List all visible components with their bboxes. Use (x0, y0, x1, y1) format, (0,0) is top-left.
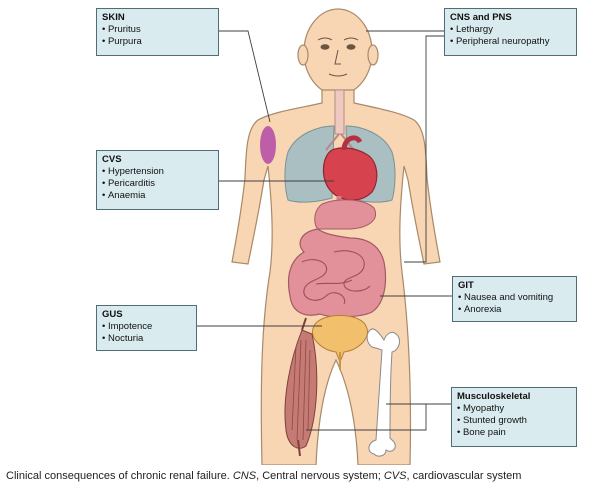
callout-gus-item: Nocturia (102, 333, 191, 345)
leader-lines (197, 30, 454, 431)
callout-gus-title: GUS (102, 309, 123, 320)
trachea (325, 89, 355, 151)
callout-cns-list: Lethargy Peripheral neuropathy (450, 24, 571, 48)
callout-msk: Musculoskeletal Myopathy Stunted growth … (451, 387, 577, 447)
callout-skin-item: Purpura (102, 36, 213, 48)
callout-msk-title: Musculoskeletal (457, 391, 531, 402)
face (317, 37, 359, 77)
callout-cvs-list: Hypertension Pericarditis Anaemia (102, 166, 213, 202)
leg-muscle (284, 317, 318, 457)
callout-git-item: Anorexia (458, 304, 571, 316)
callout-cns-item: Lethargy (450, 24, 571, 36)
caption-abbr: CNS (232, 470, 257, 482)
callout-cvs-item: Hypertension (102, 166, 213, 178)
figure-caption: Clinical consequences of chronic renal f… (6, 470, 615, 482)
bladder (312, 315, 368, 364)
callout-msk-item: Myopathy (457, 403, 571, 415)
caption-abbr: CVS (383, 470, 407, 482)
callout-msk-list: Myopathy Stunted growth Bone pain (457, 403, 571, 439)
callout-cvs: CVS Hypertension Pericarditis Anaemia (96, 150, 219, 210)
callout-git: GIT Nausea and vomiting Anorexia (452, 276, 577, 322)
heart (322, 147, 378, 201)
callout-skin-list: Pruritus Purpura (102, 24, 213, 48)
caption-text: , Central nervous system; (256, 470, 384, 482)
callout-gus: GUS Impotence Nocturia (96, 305, 197, 351)
femur-bone (366, 328, 400, 457)
caption-text: , cardiovascular system (406, 470, 522, 482)
stomach (314, 199, 376, 230)
callout-cvs-item: Anaemia (102, 190, 213, 202)
purpura-patch (260, 126, 276, 164)
callout-cns-item: Peripheral neuropathy (450, 36, 571, 48)
callout-skin-item: Pruritus (102, 24, 213, 36)
callout-gus-list: Impotence Nocturia (102, 321, 191, 345)
callout-gus-item: Impotence (102, 321, 191, 333)
callout-cvs-item: Pericarditis (102, 178, 213, 190)
callout-msk-item: Bone pain (457, 427, 571, 439)
aortic-arch (341, 135, 363, 151)
callout-cns: CNS and PNS Lethargy Peripheral neuropat… (444, 8, 577, 56)
callout-git-title: GIT (458, 280, 474, 291)
callout-cns-title: CNS and PNS (450, 12, 512, 23)
callout-msk-item: Stunted growth (457, 415, 571, 427)
callout-skin: SKIN Pruritus Purpura (96, 8, 219, 56)
callout-git-item: Nausea and vomiting (458, 292, 571, 304)
callout-cvs-title: CVS (102, 154, 122, 165)
callout-git-list: Nausea and vomiting Anorexia (458, 292, 571, 316)
callout-skin-title: SKIN (102, 12, 125, 23)
anatomy-figure (197, 8, 454, 465)
caption-text: Clinical consequences of chronic renal f… (6, 470, 233, 482)
